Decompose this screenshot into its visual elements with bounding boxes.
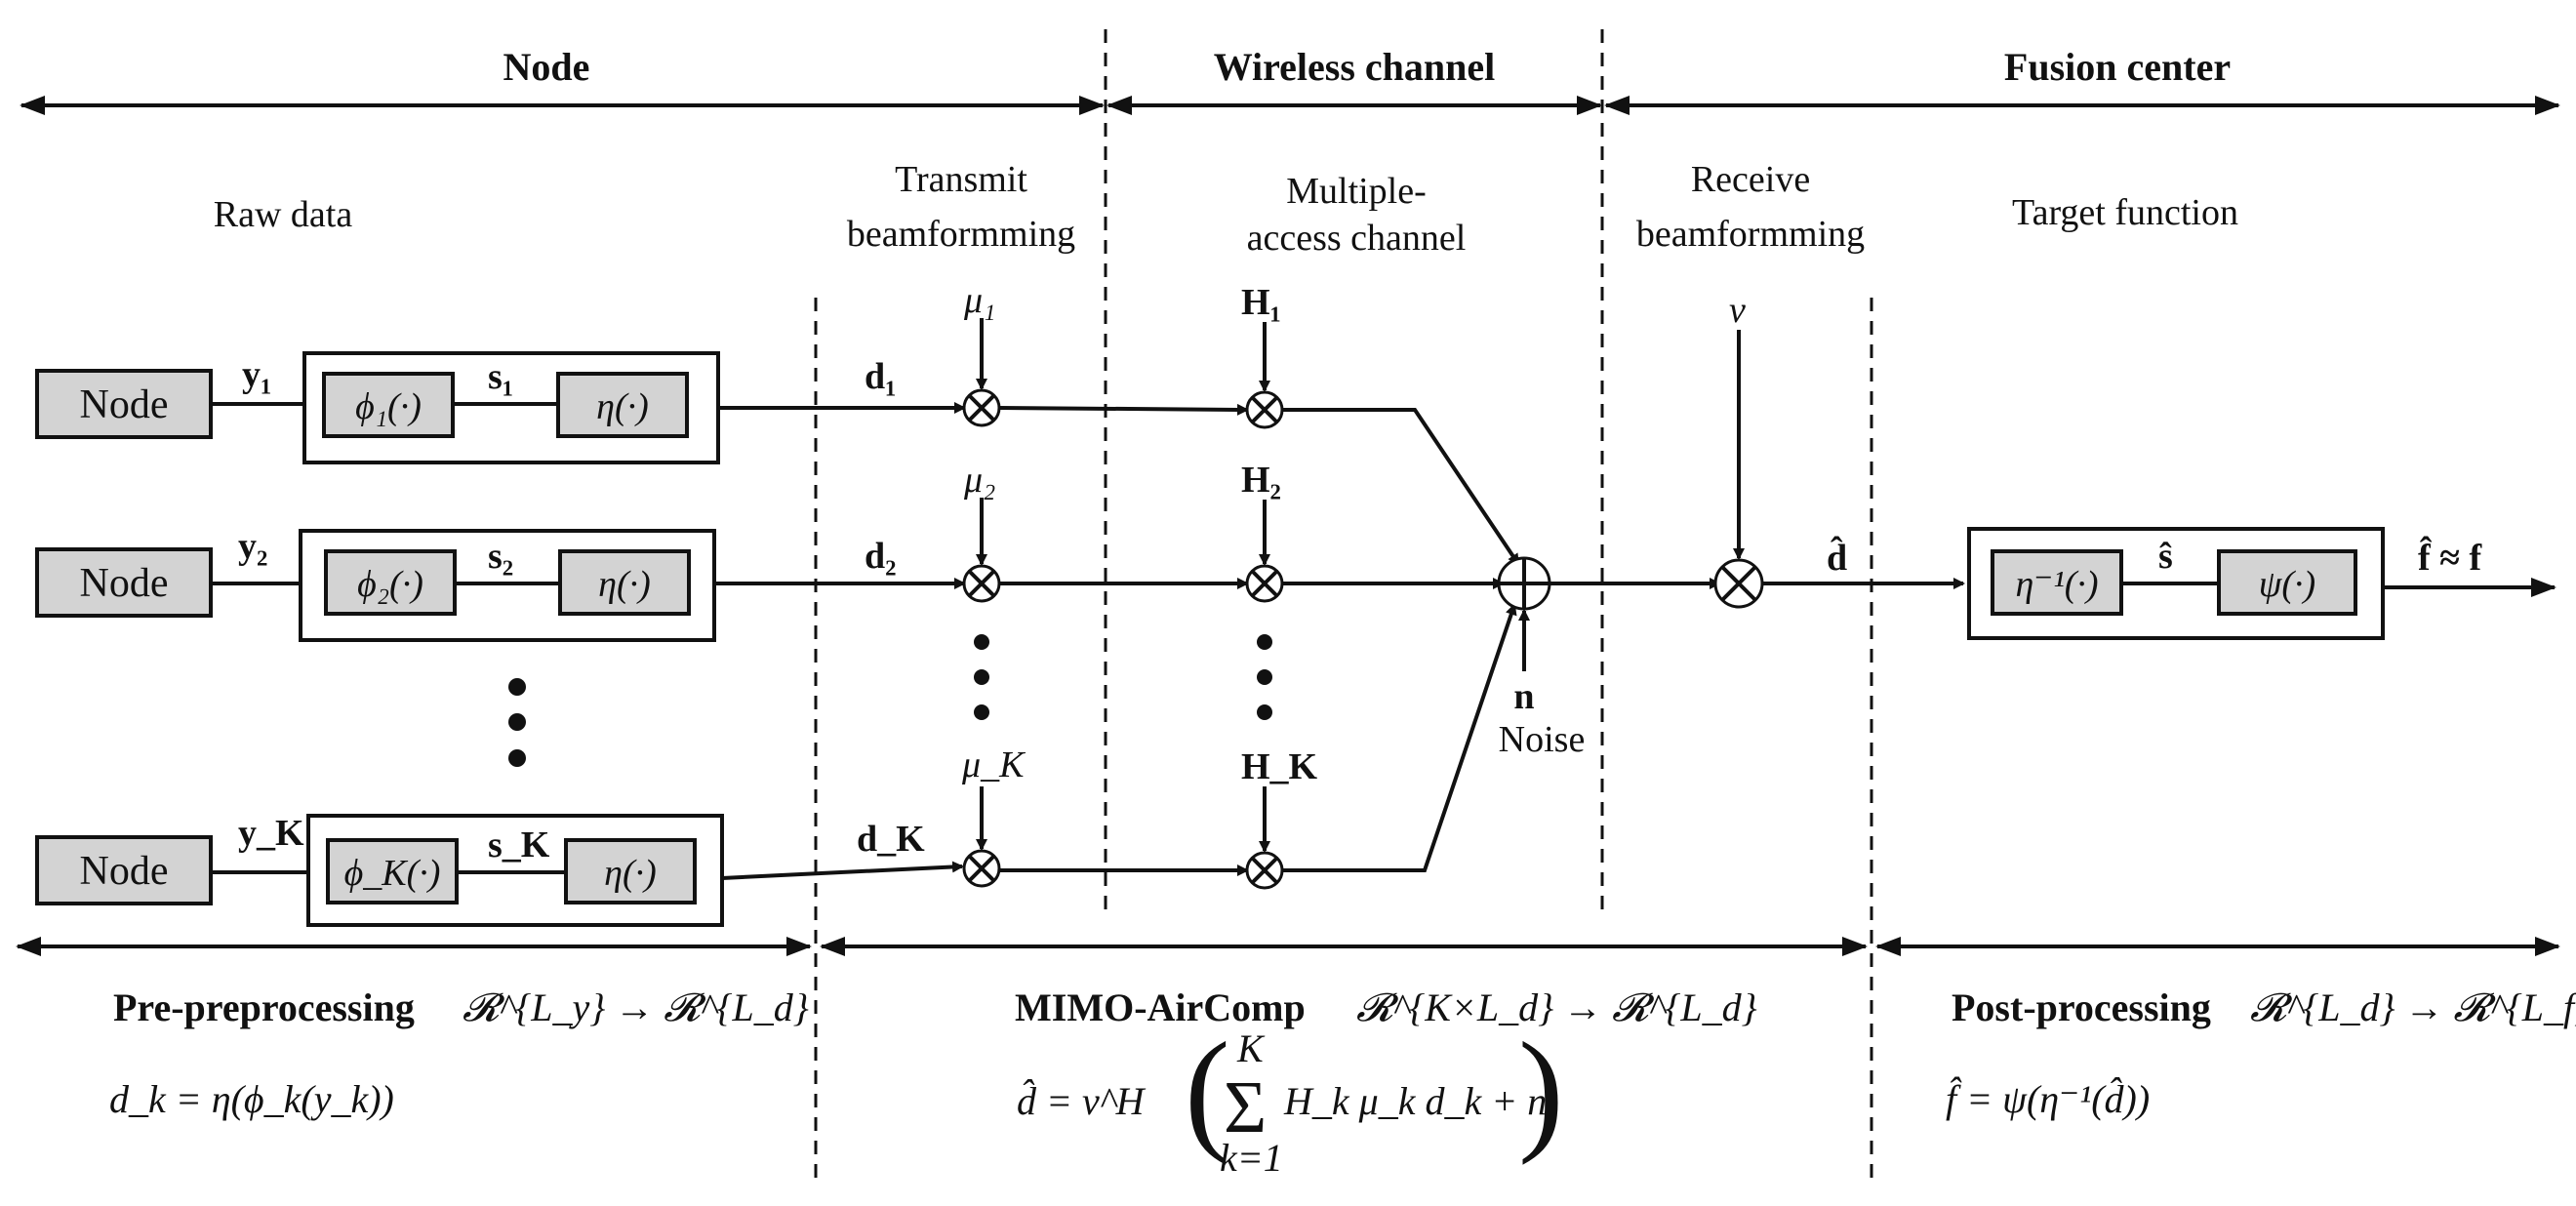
label-transmit-2: beamformming: [847, 214, 1075, 255]
s-label: s_K: [488, 824, 550, 865]
phi-label: ϕ_K(·): [344, 853, 441, 894]
label-target-function: Target function: [2012, 192, 2238, 233]
label-raw-data: Raw data: [214, 194, 353, 235]
y-label: y₂: [238, 526, 267, 567]
noise-symbol: n: [1513, 676, 1534, 717]
eta-inverse-box: [1991, 549, 2123, 616]
s-label: s₁: [488, 356, 513, 397]
d-label: d_K: [857, 819, 925, 860]
label-mac-2: access channel: [1247, 218, 1467, 259]
mimo-sum-symbol: Σ: [1224, 1066, 1267, 1148]
postprocess-group: [1967, 527, 2385, 640]
eta-box: [556, 372, 689, 438]
output-label: f̂ ≈ f: [2418, 536, 2483, 579]
node-label: Node: [80, 561, 169, 606]
mimo-equation-lhs: d̂ = ν^H: [1017, 1079, 1147, 1123]
ellipsis-h: [1257, 634, 1272, 720]
psi-label: ψ(·): [2259, 564, 2315, 605]
h-label: H₁: [1241, 282, 1281, 323]
eta-label: η(·): [596, 386, 649, 427]
eta-box: [564, 838, 697, 904]
node-box: [35, 547, 213, 618]
h-label: H_K: [1241, 746, 1318, 787]
h-label: H₂: [1241, 460, 1281, 501]
node-row-2: Node y₂ ϕ₂(·) s₂ η(·) d₂ μ₂ H₂: [35, 460, 1505, 642]
label-receive-2: beamformming: [1636, 214, 1865, 255]
pre-map: 𝓡^{L_y} → 𝓡^{L_d}: [463, 985, 809, 1029]
mimo-title: MIMO-AirComp: [1015, 985, 1306, 1029]
label-transmit-1: Transmit: [895, 159, 1027, 200]
y-label: y_K: [238, 813, 304, 854]
mimo-sum-lower: k=1: [1220, 1136, 1283, 1180]
s-label: s₂: [488, 536, 513, 577]
header-wireless: Wireless channel: [1214, 45, 1496, 89]
d-label: d₁: [865, 356, 897, 397]
phi-box: [322, 372, 455, 438]
mimo-map: 𝓡^{K×L_d} → 𝓡^{L_d}: [1356, 985, 1757, 1029]
post-map: 𝓡^{L_d} → 𝓡^{L_f}: [2250, 985, 2576, 1029]
pre-title: Pre-preprocessing: [113, 985, 415, 1029]
header-fusion: Fusion center: [2004, 45, 2231, 89]
eta-label: η(·): [604, 853, 657, 894]
node-box: [35, 835, 213, 905]
ellipsis-mu: [974, 634, 989, 720]
preprocess-group: [306, 814, 724, 927]
pre-equation: d_k = η(ϕ_k(y_k)): [109, 1077, 394, 1121]
phi-box: [326, 838, 459, 904]
post-equation: f̂ = ψ(η⁻¹(d̂)): [1946, 1077, 2150, 1121]
psi-box: [2217, 549, 2357, 616]
dhat-label: d̂: [1827, 537, 1847, 579]
mu-label: μ₁: [963, 280, 995, 321]
shat-label: ŝ: [2158, 536, 2173, 577]
post-title: Post-processing: [1952, 985, 2211, 1029]
phi-label: ϕ₂(·): [357, 564, 423, 605]
noise-label: Noise: [1499, 719, 1586, 760]
mimo-equation-body: H_k μ_k d_k + n: [1283, 1079, 1547, 1123]
phi-label: ϕ₁(·): [355, 386, 422, 427]
phi-box: [324, 549, 457, 616]
mimo-left-paren: (: [1185, 1015, 1230, 1166]
d-label: d₂: [865, 536, 897, 577]
mimo-right-paren: ): [1518, 1015, 1564, 1166]
label-receive-1: Receive: [1691, 159, 1810, 200]
eta-box: [558, 549, 691, 616]
node-box: [35, 369, 213, 439]
eta-label: η(·): [598, 564, 651, 605]
mu-label: μ_K: [961, 744, 1026, 785]
node-row-1: Node y₁ ϕ₁(·) s₁ η(·) d₁ μ₁ H₁: [35, 280, 1520, 566]
node-label: Node: [80, 849, 169, 894]
eta-inverse-label: η⁻¹(·): [2015, 564, 2098, 605]
mimo-sum-upper: K: [1236, 1026, 1266, 1070]
nu-label: ν: [1729, 290, 1746, 331]
node-row-k: Node y_K ϕ_K(·) s_K η(·) d_K μ_K H_K: [35, 603, 1517, 927]
ellipsis-nodes: [508, 678, 526, 767]
y-label: y₁: [242, 354, 271, 395]
node-label: Node: [80, 382, 169, 427]
label-mac-1: Multiple-: [1286, 171, 1427, 212]
header-node: Node: [503, 45, 590, 89]
mu-label: μ₂: [963, 460, 995, 501]
